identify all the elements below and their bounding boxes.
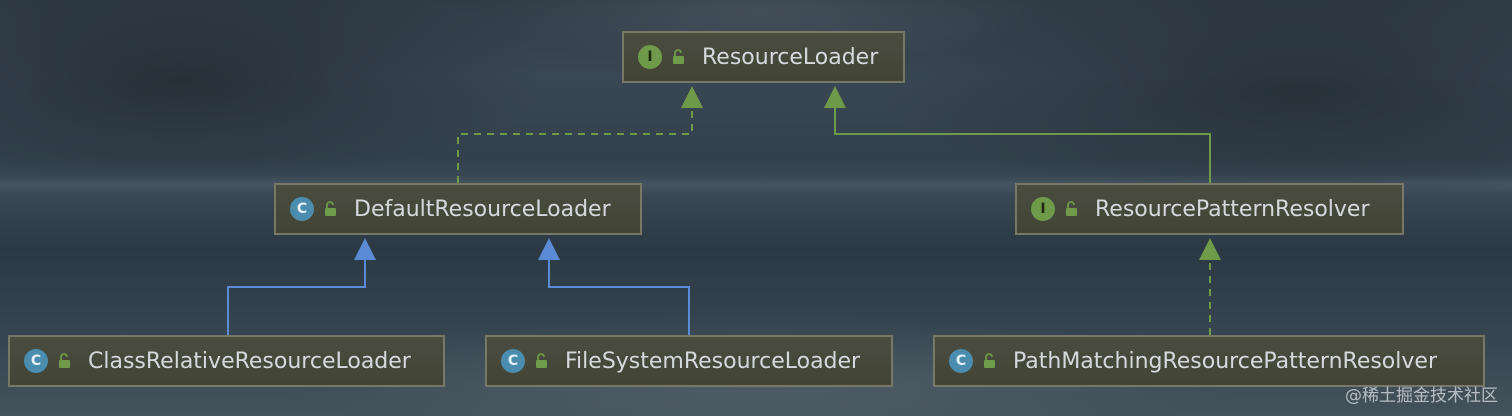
- node-path-matching-resource-pattern-resolver[interactable]: C PathMatchingResourcePatternResolver: [933, 335, 1485, 387]
- unlocked-icon: [59, 353, 70, 368]
- interface-icon: I: [1031, 197, 1055, 221]
- edge-resource-pattern-resolver-extends-resource-loader: [824, 86, 1211, 183]
- node-file-system-resource-loader[interactable]: C FileSystemResourceLoader: [485, 335, 893, 387]
- node-resource-pattern-resolver[interactable]: I ResourcePatternResolver: [1015, 183, 1404, 235]
- node-class-relative-resource-loader[interactable]: C ClassRelativeResourceLoader: [8, 335, 445, 387]
- node-label: PathMatchingResourcePatternResolver: [1013, 348, 1437, 374]
- class-icon: C: [24, 349, 48, 373]
- watermark: @稀土掘金技术社区: [1345, 386, 1498, 406]
- class-icon: C: [290, 197, 314, 221]
- class-icon: C: [501, 349, 525, 373]
- edge-default-resource-loader-implements-resource-loader: [457, 86, 703, 183]
- node-label: ClassRelativeResourceLoader: [88, 348, 411, 374]
- node-label: ResourceLoader: [702, 44, 879, 70]
- node-default-resource-loader[interactable]: C DefaultResourceLoader: [274, 183, 642, 235]
- unlocked-icon: [1066, 201, 1077, 216]
- unlocked-icon: [984, 353, 995, 368]
- class-icon: C: [949, 349, 973, 373]
- unlocked-icon: [325, 201, 336, 216]
- node-resource-loader[interactable]: I ResourceLoader: [622, 31, 905, 83]
- node-label: ResourcePatternResolver: [1095, 196, 1370, 222]
- interface-icon: I: [638, 45, 662, 69]
- node-label: DefaultResourceLoader: [354, 196, 611, 222]
- edge-file-system-extends-default-resource-loader: [538, 238, 690, 335]
- node-label: FileSystemResourceLoader: [565, 348, 861, 374]
- edge-path-matching-implements-resource-pattern-resolver: [1199, 238, 1221, 335]
- edge-class-relative-extends-default-resource-loader: [227, 238, 376, 335]
- unlocked-icon: [536, 353, 547, 368]
- unlocked-icon: [673, 49, 684, 64]
